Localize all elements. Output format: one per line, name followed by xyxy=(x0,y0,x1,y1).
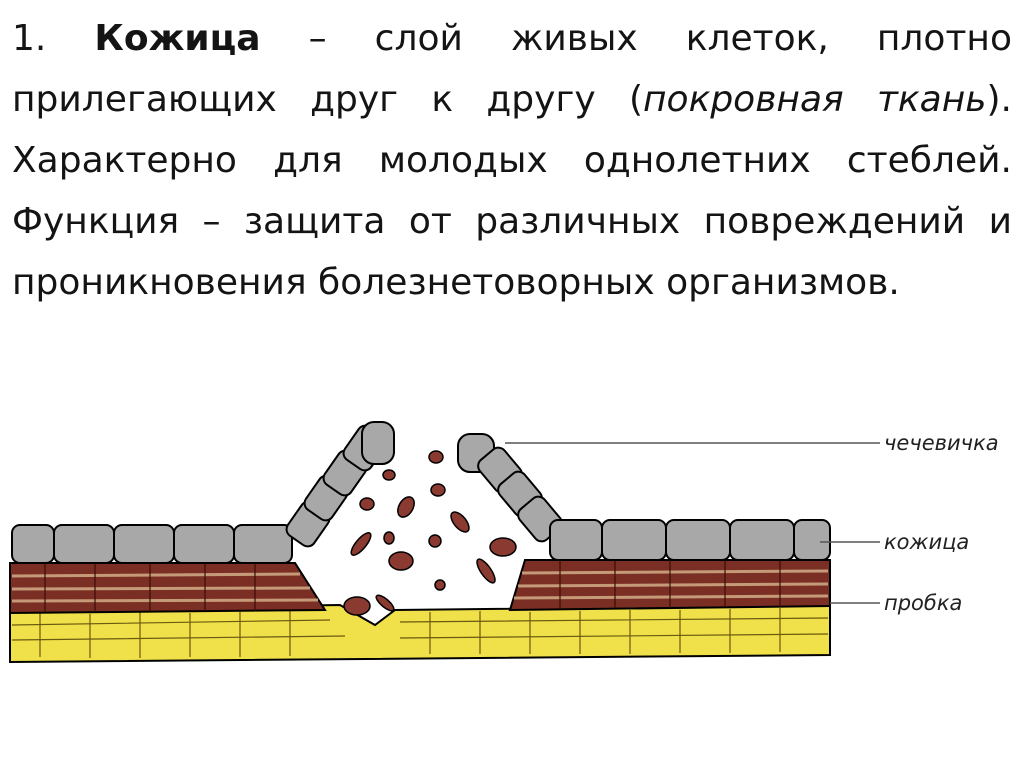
term-kozhitsa: Кожица xyxy=(94,18,260,59)
lenticel-diagram: чечевичка кожица пробка xyxy=(0,400,1024,690)
paragraph-number: 1. xyxy=(12,18,46,59)
label-cork: пробка xyxy=(884,591,962,615)
paragraph: 1. Кожица – слой живых клеток, плотно пр… xyxy=(12,8,1012,313)
cork-layer-left xyxy=(10,563,325,613)
yellow-layer xyxy=(10,605,830,662)
cork-layer-right xyxy=(510,560,830,610)
label-epidermis: кожица xyxy=(884,530,969,554)
tissue-type: покровная ткань xyxy=(643,79,986,120)
label-lenticel: чечевичка xyxy=(884,431,999,455)
epidermis-left xyxy=(12,422,394,563)
